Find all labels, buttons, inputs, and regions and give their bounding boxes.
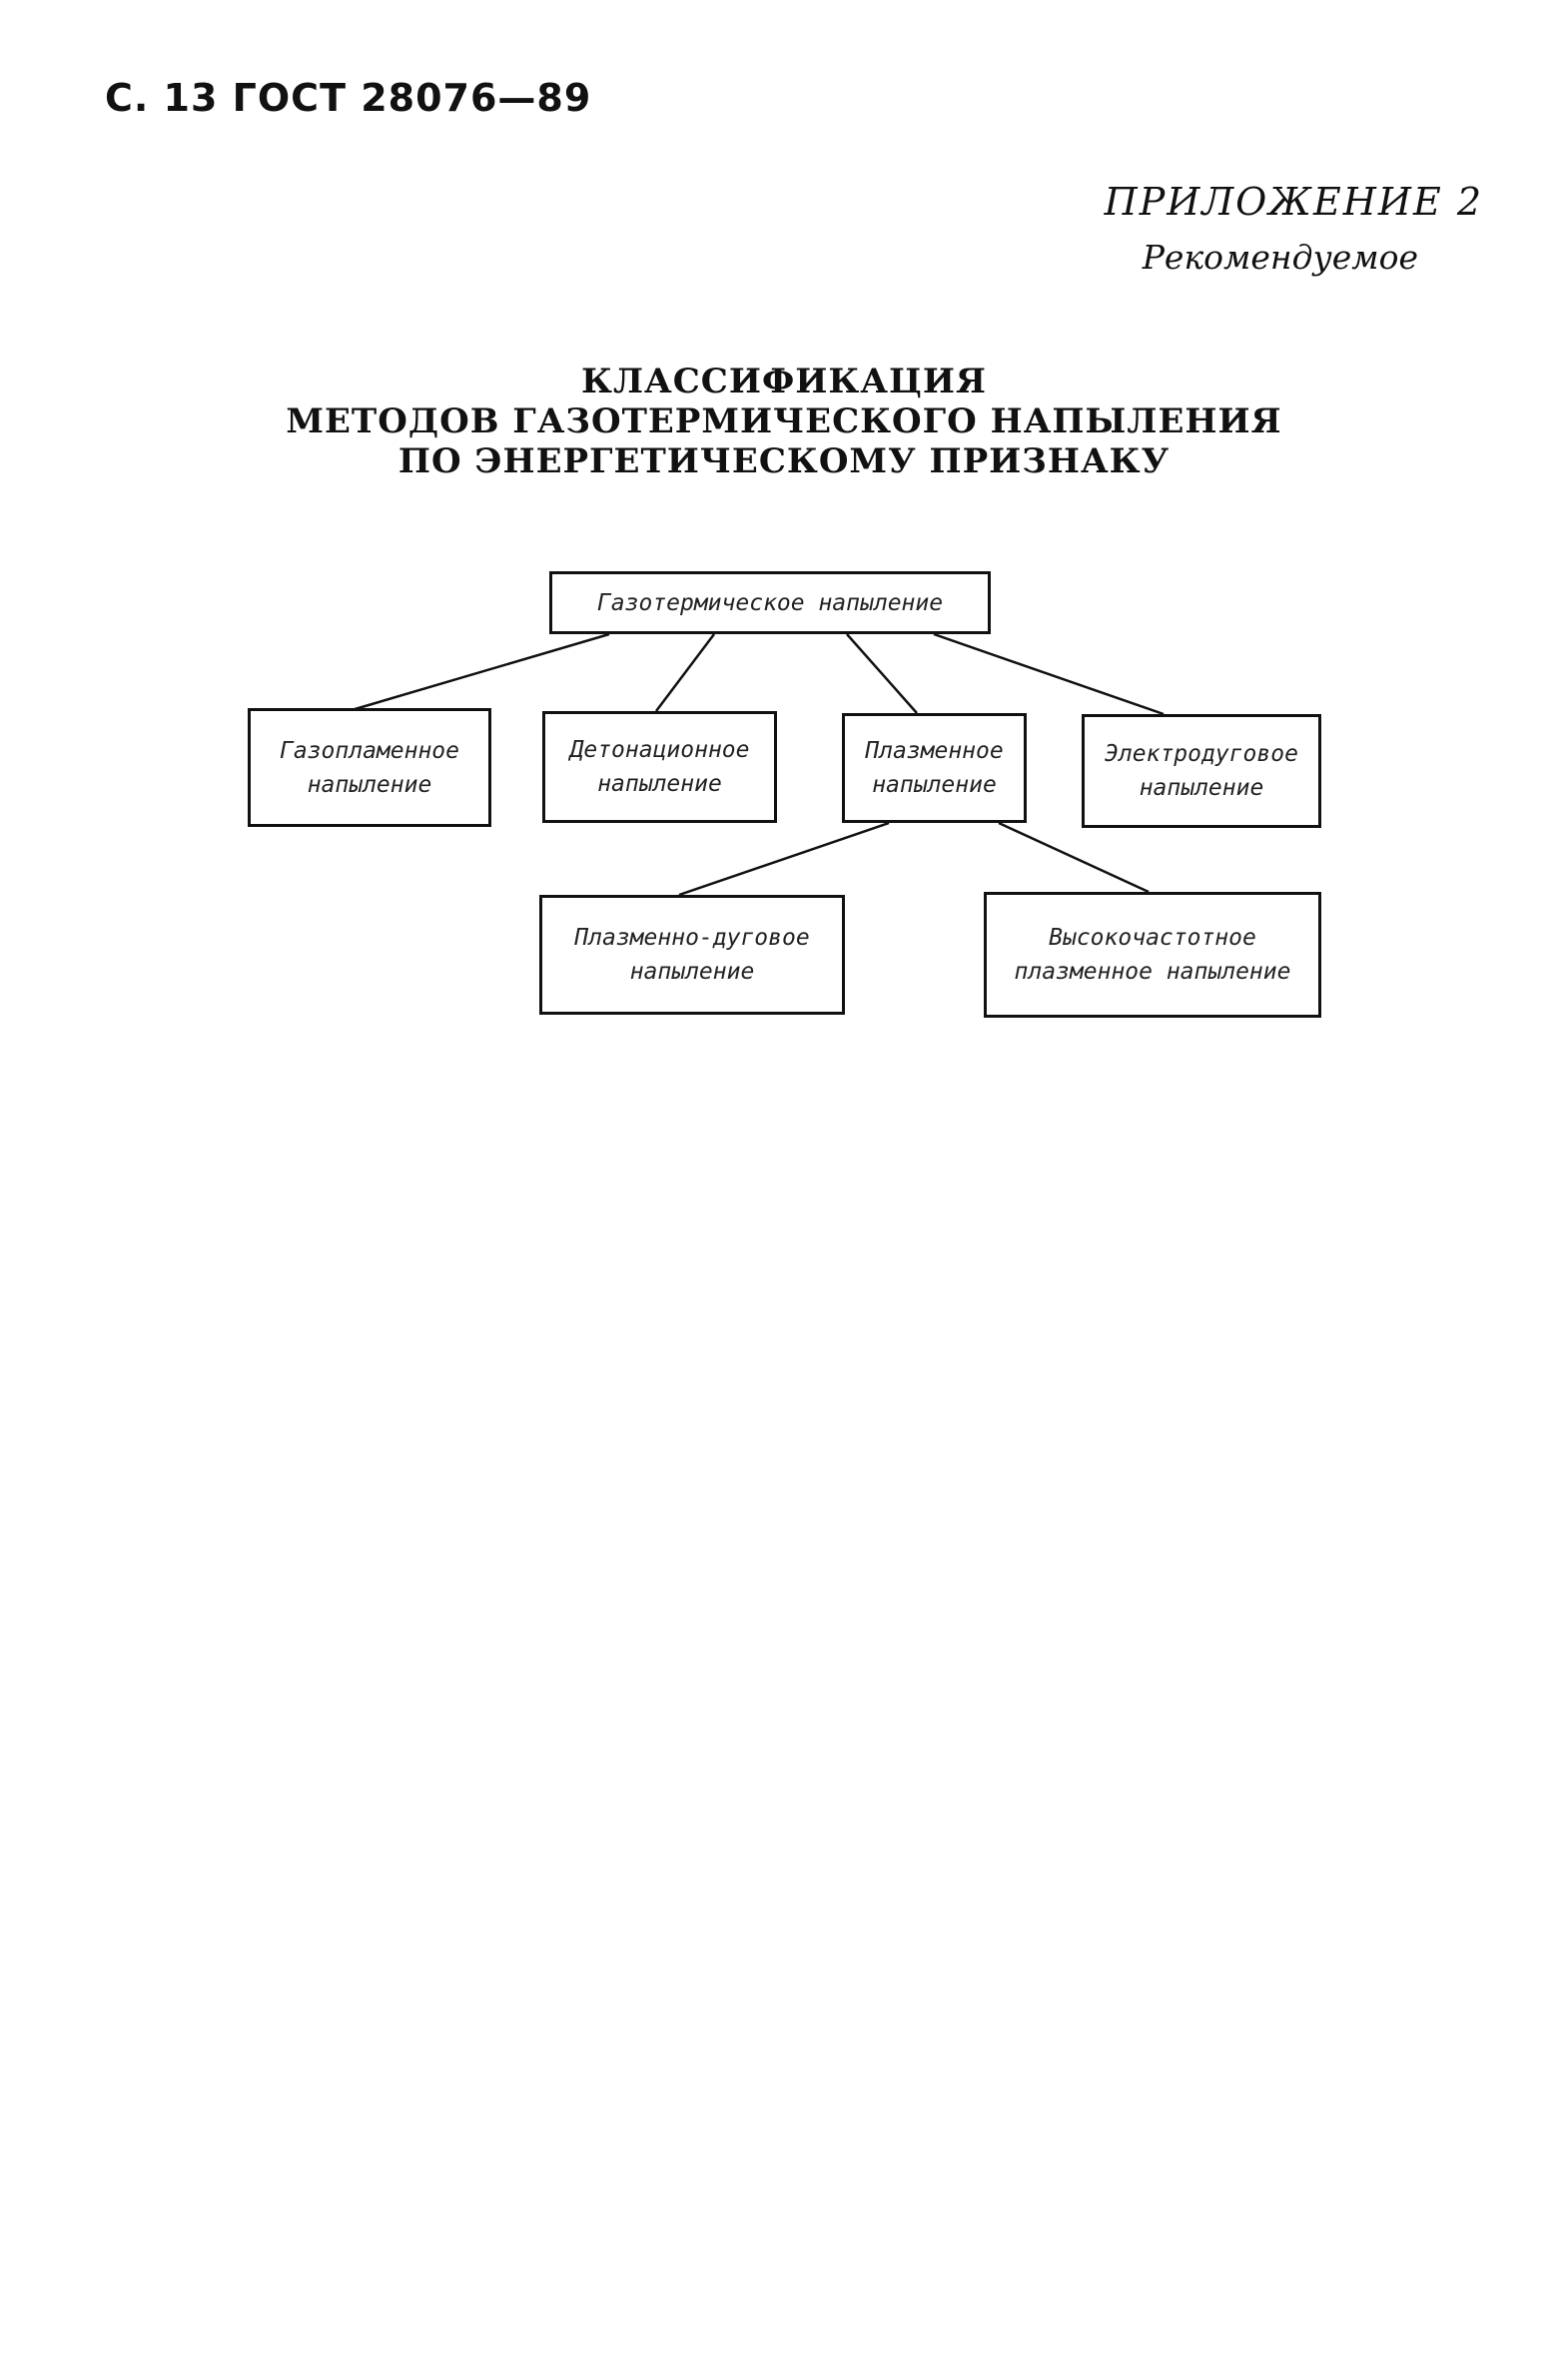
node-label-line-2: напыление [629, 959, 755, 985]
document-title: КЛАССИФИКАЦИЯ МЕТОДОВ ГАЗОТЕРМИЧЕСКОГО Н… [0, 362, 1568, 481]
node-label-line-2: напыление [307, 771, 432, 798]
diagram-node-thermal-spraying: Газотермическое напыление [549, 571, 991, 634]
node-label-line-1: Электродуговое [1105, 741, 1298, 767]
appendix-title: ПРИЛОЖЕНИЕ 2 [1104, 180, 1483, 224]
diagram-node-flame-spraying: Газопламенное напыление [248, 708, 491, 827]
document-title-line-3: ПО ЭНЕРГЕТИЧЕСКОМУ ПРИЗНАКУ [397, 441, 1171, 481]
node-label-line-1: Высокочастотное [1049, 925, 1256, 951]
connector-plasma-parc [678, 821, 890, 897]
node-label-line-1: Газопламенное [279, 737, 459, 764]
node-label: Газотермическое напыление [596, 589, 944, 616]
diagram-node-electric-arc-spraying: Электродуговое напыление [1082, 714, 1321, 828]
diagram-node-plasma-arc-spraying: Плазменно-дуговое напыление [539, 895, 845, 1015]
connector-root-plasma [846, 633, 918, 714]
diagram-node-detonation-spraying: Детонационное напыление [542, 711, 777, 823]
node-label-line-1: Плазменное [865, 738, 1004, 764]
node-label-line-2: напыление [597, 771, 722, 797]
node-label-line-2: напыление [872, 772, 997, 798]
node-label-line-2: плазменное напыление [1014, 959, 1291, 985]
document-title-line-2: МЕТОДОВ ГАЗОТЕРМИЧЕСКОГО НАПЫЛЕНИЯ [286, 401, 1282, 441]
page-header: С. 13 ГОСТ 28076—89 [105, 76, 592, 120]
connector-root-arc [933, 632, 1165, 716]
node-label-line-1: Детонационное [569, 737, 750, 763]
connector-root-deton [655, 633, 715, 712]
connector-root-flame [351, 632, 610, 712]
node-label-line-1: Плазменно-дуговое [574, 925, 810, 951]
diagram-node-plasma-spraying: Плазменное напыление [842, 713, 1027, 823]
connector-plasma-hf [998, 821, 1150, 894]
node-label-line-2: напыление [1139, 775, 1264, 801]
classification-diagram-connectors [351, 632, 1165, 897]
diagram-node-high-frequency-plasma-spraying: Высокочастотное плазменное напыление [984, 892, 1321, 1018]
appendix-status: Рекомендуемое [1142, 238, 1418, 277]
document-title-line-1: КЛАССИФИКАЦИЯ [581, 362, 987, 401]
